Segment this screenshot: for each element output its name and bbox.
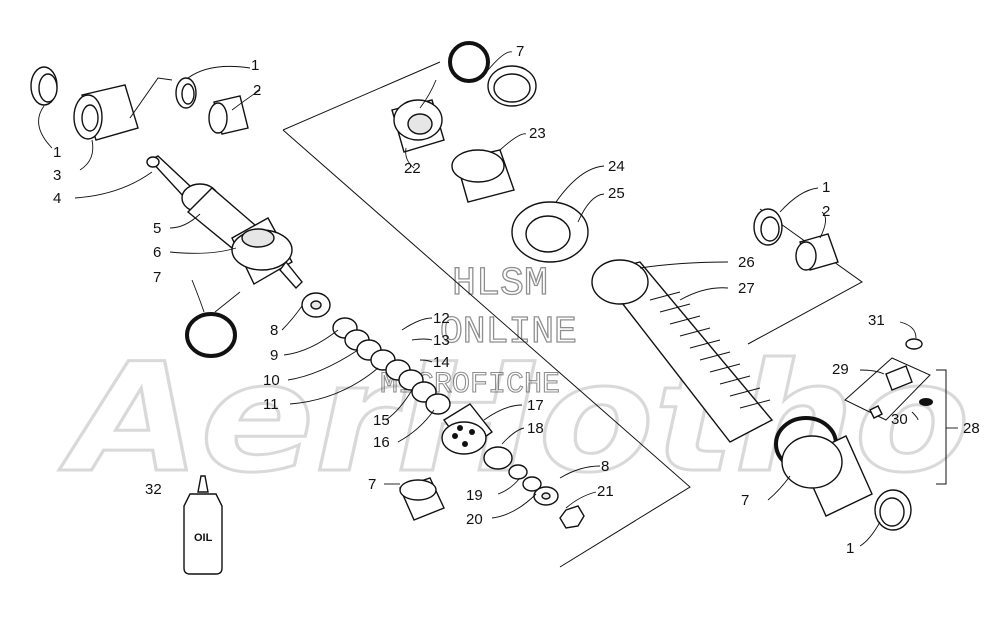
wear-ring-part-7 (487, 65, 537, 107)
callout-24: 24 (608, 158, 625, 175)
bushing-part-1a (30, 66, 58, 106)
bushing-part-23 (451, 149, 515, 203)
piston-part-17 (441, 403, 494, 455)
bracket-line (129, 77, 173, 119)
callout-1: 1 (822, 179, 830, 196)
callout-5: 5 (153, 220, 161, 237)
callout-11: 11 (263, 396, 279, 413)
callout-25: 25 (608, 185, 625, 202)
o-ring-part-7b (399, 477, 445, 521)
valve-lower-stack (483, 446, 585, 529)
callout-1: 1 (53, 144, 61, 161)
callout-7: 7 (153, 269, 161, 286)
callout-28: 28 (963, 420, 980, 437)
callout-7: 7 (368, 476, 376, 493)
callout-20: 20 (466, 511, 483, 528)
bushing-part-1c (753, 208, 783, 246)
leader-lines (38, 51, 958, 547)
callout-4: 4 (53, 190, 61, 207)
callout-6: 6 (153, 244, 161, 261)
callout-2: 2 (253, 82, 261, 99)
oil-label: OIL (194, 532, 213, 544)
collar-part-24 (511, 201, 589, 263)
callout-18: 18 (527, 420, 544, 437)
callout-26: 26 (738, 254, 755, 271)
callout-22: 22 (404, 160, 421, 177)
bushing-part-2b (795, 233, 839, 271)
watermark-line1: HLSM (452, 262, 548, 307)
cap-part-22 (391, 99, 445, 153)
callout-19: 19 (466, 487, 483, 504)
callout-15: 15 (373, 412, 390, 429)
callout-1: 1 (846, 540, 854, 557)
callout-8: 8 (601, 458, 609, 475)
valve-assembly-28 (844, 338, 947, 485)
seal-head-part-6 (231, 217, 303, 290)
callout-23: 23 (529, 125, 546, 142)
valve-stack (301, 292, 451, 415)
callout-17: 17 (527, 397, 544, 414)
callout-7: 7 (741, 492, 749, 509)
callout-3: 3 (53, 167, 61, 184)
callout-32: 32 (145, 481, 162, 498)
o-ring-part-7c (448, 41, 490, 83)
callout-12: 12 (433, 310, 450, 327)
callout-16: 16 (373, 434, 390, 451)
callout-29: 29 (832, 361, 849, 378)
body-part-26 (591, 259, 774, 443)
assembly-outline (282, 61, 863, 568)
callout-30: 30 (891, 411, 908, 428)
callout-2: 2 (822, 203, 830, 220)
callout-31: 31 (868, 312, 885, 329)
callout-10: 10 (263, 372, 280, 389)
sleeve-part-3 (73, 84, 139, 141)
bushing-part-1d (874, 489, 912, 531)
callouts: 1 2 1 3 4 5 6 7 8 9 10 11 12 13 14 15 16… (53, 43, 980, 557)
oil-bottle-part-32: OIL (183, 475, 223, 575)
hlsm-watermark: HLSM ONLINE MICROFICHE (379, 261, 577, 402)
o-ring-part-7a (185, 312, 237, 358)
callout-21: 21 (597, 483, 614, 500)
callout-13: 13 (433, 332, 450, 349)
callout-27: 27 (738, 280, 755, 297)
callout-1: 1 (251, 57, 259, 74)
callout-14: 14 (433, 354, 450, 371)
callout-8: 8 (270, 322, 278, 339)
watermark-line2: ONLINE (440, 311, 577, 354)
bushing-part-2a (208, 95, 249, 135)
housing-lower (781, 435, 873, 517)
bushing-part-1b (175, 77, 197, 109)
callout-7: 7 (516, 43, 524, 60)
callout-9: 9 (270, 347, 278, 364)
